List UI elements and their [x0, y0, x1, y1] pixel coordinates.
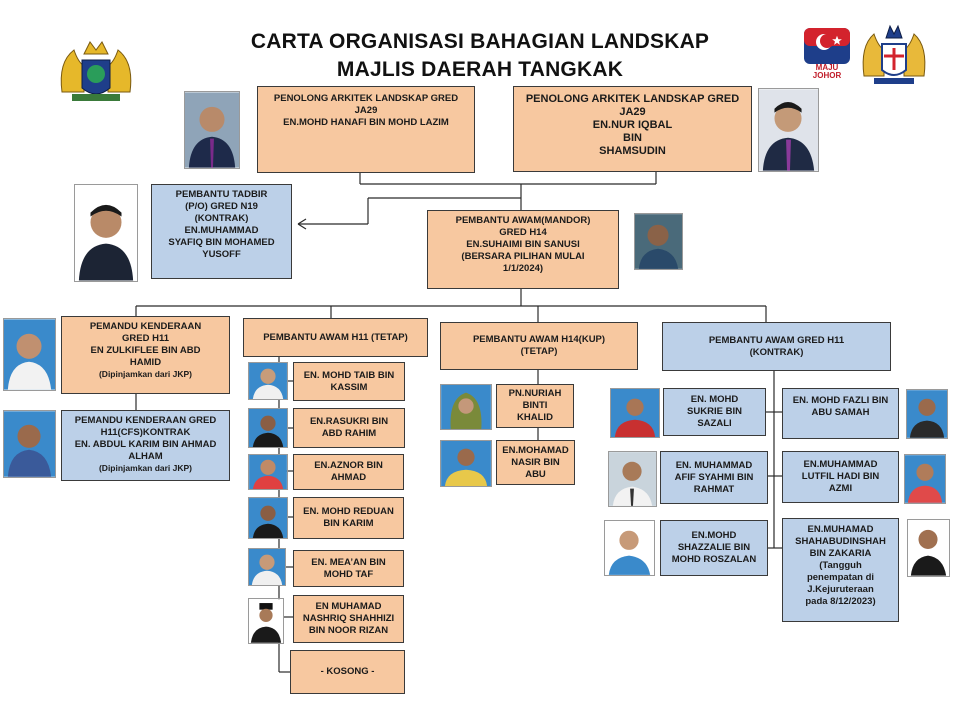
box-pembantu-tadbir: PEMBANTU TADBIR (P/O) GRED N19 (KONTRAK)… [151, 184, 292, 279]
photo-lutfil [904, 454, 946, 504]
photo-abdul-karim [3, 410, 56, 478]
box-nuriah: PN.NURIAH BINTI KHALID [496, 384, 574, 428]
chart-title-line2: MAJLIS DAERAH TANGKAK [336, 58, 624, 81]
photo-aznor [248, 454, 288, 490]
box-penolong-arkitek-hanafi: PENOLONG ARKITEK LANDSKAP GRED JA29 EN.M… [257, 86, 475, 173]
crest-logo [60, 41, 132, 101]
box-pembantu-awam-h11-kontrak: PEMBANTU AWAM GRED H11 (KONTRAK) [662, 322, 891, 371]
photo-shazzalie [604, 520, 655, 576]
box-rasukri: EN.RASUKRI BIN ABD RAHIM [293, 408, 405, 448]
photo-sukrie [610, 388, 660, 438]
maju-johor-logo [804, 28, 850, 64]
photo-taib [248, 362, 288, 400]
box-kosong: - KOSONG - [290, 650, 405, 694]
photo-nuriah [440, 384, 492, 430]
box-lutfil-hadi: EN.MUHAMMAD LUTFIL HADI BIN AZMI [782, 451, 899, 503]
photo-nashriq [248, 598, 284, 644]
box-pemandu-kenderaan-1: PEMANDU KENDERAAN GRED H11 EN ZULKIFLEE … [61, 316, 230, 394]
photo-rasukri [248, 408, 288, 448]
box-mohd-fazli: EN. MOHD FAZLI BIN ABU SAMAH [782, 388, 899, 439]
box-meaan: EN. MEA’AN BIN MOHD TAF [293, 550, 404, 587]
box-pembantu-awam-mandor: PEMBANTU AWAM(MANDOR) GRED H14 EN.SUHAIM… [427, 210, 619, 289]
chart-title-line1: CARTA ORGANISASI BAHAGIAN LANDSKAP [250, 30, 710, 53]
photo-syafiq [74, 184, 138, 282]
box-mohamad-nasir: EN.MOHAMAD NASIR BIN ABU [496, 440, 575, 485]
johor-crest-logo [862, 24, 926, 84]
photo-shahabudinshah [907, 519, 950, 577]
box-mohd-reduan: EN. MOHD REDUAN BIN KARIM [293, 497, 404, 539]
box-pemandu-kenderaan-2: PEMANDU KENDERAAN GRED H11(CFS)KONTRAK E… [61, 410, 230, 481]
photo-zulkiflee [3, 318, 56, 391]
box-nashriq: EN MUHAMAD NASHRIQ SHAHHIZI BIN NOOR RIZ… [293, 595, 404, 643]
photo-suhaimi [634, 213, 683, 270]
photo-iqbal [758, 88, 819, 172]
box-mohd-taib: EN. MOHD TAIB BIN KASSIM [293, 362, 405, 401]
photo-reduan [248, 497, 288, 539]
photo-hanafi [184, 91, 240, 169]
photo-afif [608, 451, 657, 507]
photo-nasir [440, 440, 492, 487]
photo-fazli [906, 389, 948, 439]
photo-meaan [248, 548, 286, 586]
box-penolong-arkitek-iqbal: PENOLONG ARKITEK LANDSKAP GRED JA29 EN.N… [513, 86, 752, 172]
box-pembantu-awam-h11-tetap: PEMBANTU AWAM H11 (TETAP) [243, 318, 428, 357]
maju-johor-text: MAJU JOHOR [812, 63, 842, 80]
box-aznor: EN.AZNOR BIN AHMAD [293, 454, 404, 490]
box-shahabudinshah: EN.MUHAMAD SHAHABUDINSHAH BIN ZAKARIA (T… [782, 518, 899, 622]
box-mohd-sukrie: EN. MOHD SUKRIE BIN SAZALI [663, 388, 766, 436]
box-afif-syahmi: EN. MUHAMMAD AFIF SYAHMI BIN RAHMAT [660, 451, 768, 504]
box-pembantu-awam-h14-kup: PEMBANTU AWAM H14(KUP) (TETAP) [440, 322, 638, 370]
box-mohd-shazzalie: EN.MOHD SHAZZALIE BIN MOHD ROSZALAN [660, 520, 768, 576]
